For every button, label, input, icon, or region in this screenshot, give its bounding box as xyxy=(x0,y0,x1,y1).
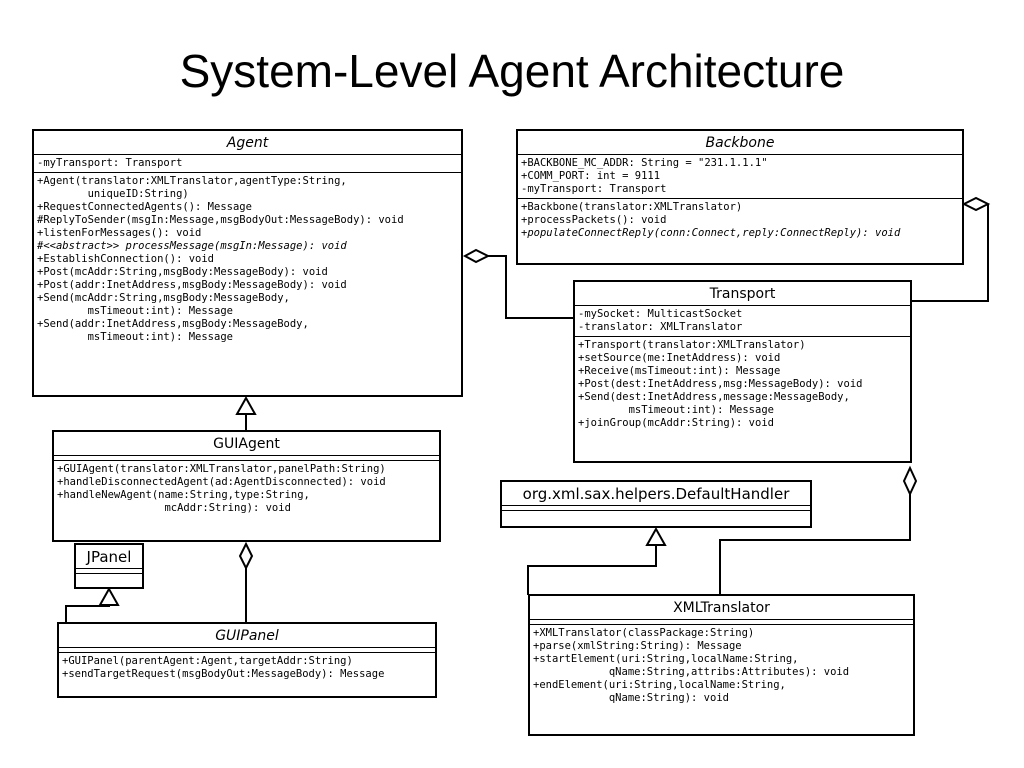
attributes-section xyxy=(502,506,810,511)
operations-section xyxy=(76,574,142,577)
operation: +Send(mcAddr:String,msgBody:MessageBody,… xyxy=(37,292,290,317)
operation: +listenForMessages(): void xyxy=(37,227,202,239)
operation: +setSource(me:InetAddress): void xyxy=(578,352,781,364)
operation: +Receive(msTimeout:int): Message xyxy=(578,365,781,377)
xmltranslator-defaulthandler-generalization xyxy=(527,545,657,595)
operation: +endElement(uri:String,localName:String,… xyxy=(533,679,786,704)
operation: +RequestConnectedAgents(): Message xyxy=(37,201,252,213)
operation: +joinGroup(mcAddr:String): void xyxy=(578,417,774,429)
operation: +Backbone(translator:XMLTranslator) xyxy=(521,201,743,213)
defaulthandler-generalization-arrowhead xyxy=(645,526,667,546)
class-name: GUIAgent xyxy=(54,432,439,456)
agent-transport-association xyxy=(488,255,573,319)
attributes-section: -myTransport: Transport xyxy=(34,155,461,173)
operations-section: +GUIPanel(parentAgent:Agent,targetAddr:S… xyxy=(59,653,435,683)
attribute: +BACKBONE_MC_ADDR: String = "231.1.1.1" xyxy=(521,157,768,169)
operations-section: +GUIAgent(translator:XMLTranslator,panel… xyxy=(54,461,439,517)
operation: +EstablishConnection(): void xyxy=(37,253,215,265)
operation: #ReplyToSender(msgIn:Message,msgBodyOut:… xyxy=(37,214,404,226)
attribute: -mySocket: MulticastSocket xyxy=(578,308,743,320)
operation: +Transport(translator:XMLTranslator) xyxy=(578,339,806,351)
jpanel-generalization-arrowhead xyxy=(98,586,120,606)
operation: +handleNewAgent(name:String,type:String,… xyxy=(57,489,310,514)
attributes-section: +BACKBONE_MC_ADDR: String = "231.1.1.1" … xyxy=(518,155,962,199)
operation: +startElement(uri:String,localName:Strin… xyxy=(533,653,850,678)
class-defaulthandler: org.xml.sax.helpers.DefaultHandler xyxy=(500,480,812,528)
class-name: org.xml.sax.helpers.DefaultHandler xyxy=(502,482,810,506)
operations-section: +Backbone(translator:XMLTranslator) +pro… xyxy=(518,199,962,242)
attributes-section xyxy=(59,648,435,653)
class-name: JPanel xyxy=(76,545,142,569)
class-transport: Transport -mySocket: MulticastSocket -tr… xyxy=(573,280,912,463)
attributes-section xyxy=(76,569,142,574)
operation: +Post(dest:InetAddress,msg:MessageBody):… xyxy=(578,378,863,390)
operation: +Send(dest:InetAddress,message:MessageBo… xyxy=(578,391,850,416)
operation: +XMLTranslator(classPackage:String) xyxy=(533,627,755,639)
class-guipanel: GUIPanel +GUIPanel(parentAgent:Agent,tar… xyxy=(57,622,437,698)
attributes-section: -mySocket: MulticastSocket -translator: … xyxy=(575,306,910,337)
class-xmltranslator: XMLTranslator +XMLTranslator(classPackag… xyxy=(528,594,915,736)
slide-title: System-Level Agent Architecture xyxy=(179,45,845,97)
class-name: Backbone xyxy=(518,131,962,155)
transport-aggregation-diamond xyxy=(902,465,918,497)
abstract-operation: #<<abstract>> processMessage(msgIn:Messa… xyxy=(37,240,347,252)
attribute: -myTransport: Transport xyxy=(521,183,667,195)
guiagent-aggregation-diamond xyxy=(238,541,254,571)
class-agent: Agent -myTransport: Transport +Agent(tra… xyxy=(32,129,463,397)
attribute: +COMM_PORT: int = 9111 xyxy=(521,170,661,182)
attribute: -myTransport: Transport xyxy=(37,157,183,169)
operation: +handleDisconnectedAgent(ad:AgentDisconn… xyxy=(57,476,386,488)
backbone-aggregation-diamond xyxy=(961,196,991,212)
class-name: XMLTranslator xyxy=(530,596,913,620)
class-jpanel: JPanel xyxy=(74,543,144,589)
attributes-section xyxy=(54,456,439,461)
operation: +GUIPanel(parentAgent:Agent,targetAddr:S… xyxy=(62,655,353,667)
operation: +Send(addr:InetAddress,msgBody:MessageBo… xyxy=(37,318,309,343)
attribute: -translator: XMLTranslator xyxy=(578,321,743,333)
class-name: Agent xyxy=(34,131,461,155)
backbone-transport-association xyxy=(912,204,989,302)
class-name: GUIPanel xyxy=(59,624,435,648)
operation: +Post(addr:InetAddress,msgBody:MessageBo… xyxy=(37,279,347,291)
attributes-section xyxy=(530,620,913,625)
xmltranslator-transport-association xyxy=(719,494,911,595)
abstract-operation: +populateConnectReply(conn:Connect,reply… xyxy=(521,227,901,239)
class-name: Transport xyxy=(575,282,910,306)
agent-aggregation-diamond xyxy=(462,248,491,264)
class-guiagent: GUIAgent +GUIAgent(translator:XMLTransla… xyxy=(52,430,441,542)
operation: +GUIAgent(translator:XMLTranslator,panel… xyxy=(57,463,386,475)
operations-section: +Transport(translator:XMLTranslator) +se… xyxy=(575,337,910,432)
operations-section: +XMLTranslator(classPackage:String) +par… xyxy=(530,625,913,707)
operation: +Agent(translator:XMLTranslator,agentTyp… xyxy=(37,175,347,200)
agent-generalization-arrowhead xyxy=(235,395,257,415)
operation: +sendTargetRequest(msgBodyOut:MessageBod… xyxy=(62,668,385,680)
operation: +processPackets(): void xyxy=(521,214,667,226)
operation: +Post(mcAddr:String,msgBody:MessageBody)… xyxy=(37,266,328,278)
operations-section xyxy=(502,511,810,514)
guipanel-jpanel-generalization xyxy=(65,605,110,623)
class-backbone: Backbone +BACKBONE_MC_ADDR: String = "23… xyxy=(516,129,964,265)
operations-section: +Agent(translator:XMLTranslator,agentTyp… xyxy=(34,173,461,346)
operation: +parse(xmlString:String): Message xyxy=(533,640,742,652)
